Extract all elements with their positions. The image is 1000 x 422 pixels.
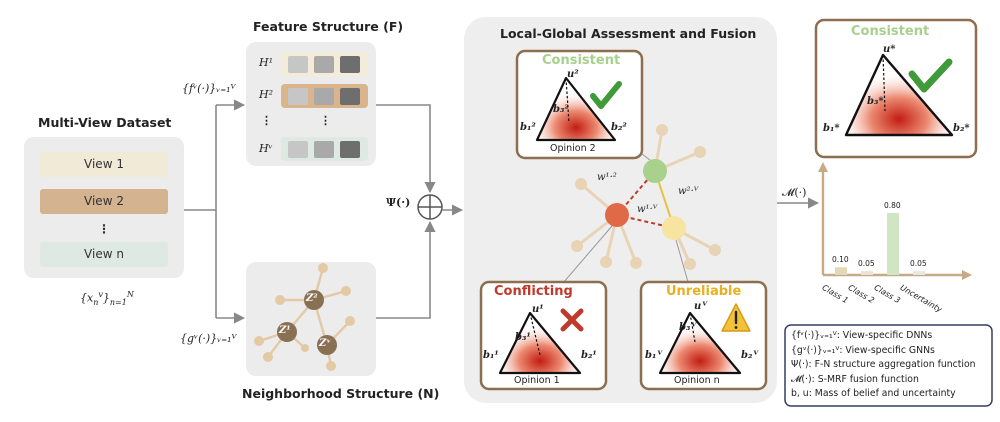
fusion-title: Local-Global Assessment and Fusion: [500, 26, 757, 41]
bar-chart: [818, 162, 972, 280]
nodev-to-unreliable: [675, 239, 689, 283]
final-u: u*: [883, 44, 896, 55]
node-zv-label: Zᵛ: [319, 338, 332, 349]
dataset-label: {xnv}n=1N: [80, 290, 134, 307]
view-1-label: View 1: [84, 157, 124, 171]
feature-row-ellipsis: ⋮: [261, 114, 272, 127]
final-b3: b₃*: [867, 96, 884, 107]
fusion-node-1: [605, 203, 629, 227]
unreliable-status: Unreliable: [666, 284, 742, 299]
chart-y-arrow: [818, 162, 828, 172]
view-1-box: [40, 152, 168, 177]
bar-class-2: [861, 271, 873, 275]
unreliable-b1: b₁ⱽ: [645, 350, 662, 361]
legend-line-5: b, u: Mass of belief and uncertainty: [791, 388, 956, 399]
feature-row-label-v: Hᵛ: [259, 142, 273, 155]
bar-class-1: [835, 267, 847, 275]
node-zv: [317, 335, 337, 355]
bar-uncertainty: [913, 271, 925, 275]
legend-line-2: {gᵛ(·)}ᵥ₌₁ⱽ: View-specific GNNs: [791, 344, 935, 356]
triangle-unreliable: [658, 311, 742, 375]
view-2-box: [40, 189, 168, 214]
fusion-node-2: [643, 159, 667, 183]
legend-text: {fᵛ(·)}ᵥ₌₁ⱽ: View-specific DNNs {gᵛ(·)}ᵥ…: [791, 329, 976, 402]
cross-icon-conflicting: [560, 308, 584, 332]
feature-func-label: {fᵛ(·)}ᵥ₌₁ⱽ: [182, 82, 236, 95]
consistent-status: Consistent: [542, 53, 621, 68]
chart-x-arrow: [962, 270, 972, 280]
conflicting-status: Conflicting: [494, 284, 573, 299]
consistent-caption: Opinion 2: [550, 143, 596, 154]
view-n-box: [40, 242, 168, 267]
view-n-label: View n: [84, 247, 124, 261]
node-z1: [277, 322, 297, 342]
legend-box: [784, 324, 993, 407]
unreliable-u: uⱽ: [694, 301, 707, 312]
legend-line-3: Ψ(·): F-N structure aggregation function: [791, 359, 976, 370]
fusion-leaf-nodes: [571, 124, 721, 270]
consistent-b3: b₃²: [553, 104, 569, 115]
neighborhood-leaf-nodes: [254, 263, 355, 371]
check-icon-consistent: [590, 81, 622, 109]
feature-title: Feature Structure (F): [253, 19, 404, 34]
triangle-consistent: [535, 76, 617, 142]
final-b2: b₂*: [953, 123, 970, 134]
consistent-b1: b₁²: [520, 122, 536, 133]
unreliable-b3: b₃ⱽ: [679, 322, 696, 333]
view-ellipsis: ⋮: [98, 222, 110, 236]
conflicting-b1: b₁¹: [483, 350, 499, 361]
bar-value-label: 0.05: [858, 259, 875, 269]
node-z2: [304, 290, 324, 310]
triangle-final: [844, 53, 954, 137]
feature-row-label-1: H¹: [259, 56, 274, 69]
neighborhood-title: Neighborhood Structure (N): [242, 386, 440, 401]
bar-value-label: 0.05: [910, 259, 927, 269]
feature-col-ellipsis: ⋮: [320, 114, 331, 127]
conflicting-b3: b₃¹: [515, 332, 531, 343]
node-z2-label: Z²: [306, 293, 318, 304]
edge-label-w1v: w¹·ⱽ: [637, 204, 658, 215]
edge-label-w2v: w²·ⱽ: [678, 186, 699, 197]
psi-label: Ψ(·): [386, 196, 411, 209]
feature-to-agg: [376, 104, 436, 194]
legend-line-4: 𝓜(·): S-MRF fusion function: [791, 373, 919, 385]
bar-value-label: 0.10: [832, 255, 849, 265]
node-z1-label: Z¹: [279, 325, 291, 336]
legend-line-1: {fᵛ(·)}ᵥ₌₁ⱽ: View-specific DNNs: [791, 330, 933, 341]
m-label: 𝓜(·): [782, 186, 807, 199]
consistent-b2: b₂²: [611, 122, 627, 133]
neighborhood-to-agg: [376, 220, 436, 319]
bar-class-3: [887, 213, 899, 275]
bar-value-label: 0.80: [884, 201, 901, 210]
unreliable-b2: b₂ⱽ: [741, 350, 758, 361]
check-icon-final: [908, 58, 953, 93]
consistent-u: u²: [567, 69, 579, 80]
final-status: Consistent: [851, 24, 930, 39]
node1-to-conflicting: [556, 225, 613, 291]
edge-label-w12: w¹·²: [597, 172, 617, 183]
conflicting-b2: b₂¹: [581, 350, 597, 361]
neighborhood-func-label: {gᵛ(·)}ᵥ₌₁ⱽ: [180, 332, 237, 345]
fusion-node-v: [662, 216, 686, 240]
conflicting-u: u¹: [532, 304, 544, 315]
feature-cells: [288, 56, 360, 158]
multiview-title: Multi-View Dataset: [38, 115, 172, 130]
view-2-label: View 2: [84, 194, 124, 208]
triangle-conflicting: [498, 311, 582, 375]
final-b1: b₁*: [823, 123, 840, 134]
feature-row-label-2: H²: [259, 88, 274, 101]
unreliable-caption: Opinion n: [674, 375, 720, 386]
conflicting-caption: Opinion 1: [514, 375, 560, 386]
